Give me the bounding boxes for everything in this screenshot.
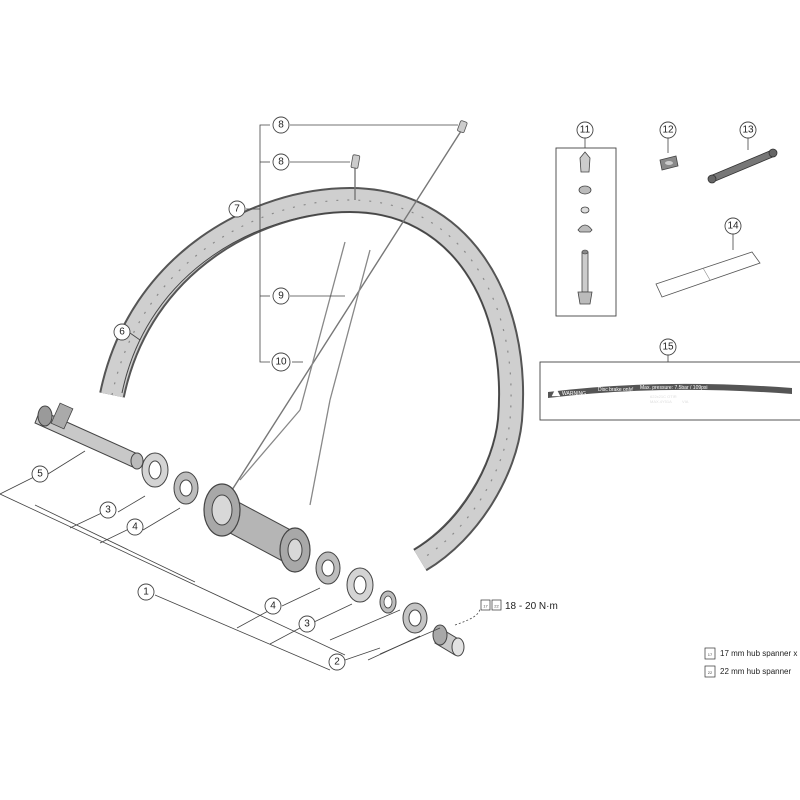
svg-text:3: 3 xyxy=(105,505,111,516)
warning-triangle-icon xyxy=(551,387,561,397)
svg-text:9: 9 xyxy=(278,291,284,302)
svg-text:Disc brake only!: Disc brake only! xyxy=(598,387,634,393)
svg-text:VIA: VIA xyxy=(682,399,689,404)
svg-text:18 - 20 N·m: 18 - 20 N·m xyxy=(505,601,558,612)
callout-10: 10 xyxy=(271,352,291,372)
callout-6: 6 xyxy=(113,323,131,341)
svg-text:4: 4 xyxy=(270,601,276,612)
callout-5: 5 xyxy=(31,465,49,483)
spokes xyxy=(231,127,464,506)
callout-8a: 8 xyxy=(272,116,290,134)
svg-text:1: 1 xyxy=(143,587,149,598)
axle xyxy=(34,402,144,470)
svg-text:12: 12 xyxy=(662,125,674,136)
callout-3b: 3 xyxy=(298,615,316,633)
callout-4b: 4 xyxy=(264,597,282,615)
callout-11: 11 xyxy=(576,121,594,148)
callout-7: 7 xyxy=(228,200,246,218)
callout-8b: 8 xyxy=(272,153,290,171)
legend-item-22: 22 22 mm hub spanner xyxy=(704,665,791,678)
washer-3b xyxy=(346,567,374,603)
svg-text:4: 4 xyxy=(132,522,138,533)
bearing-4b xyxy=(315,551,341,585)
torque-spec: 17 22 18 - 20 N·m xyxy=(480,599,558,612)
svg-text:17: 17 xyxy=(708,652,713,657)
spoke-wrench-icon xyxy=(707,148,778,184)
callout-3a: 3 xyxy=(99,501,117,519)
svg-text:17 mm hub spanner x 2: 17 mm hub spanner x 2 xyxy=(720,649,800,658)
hub-spanner-icon: 22 xyxy=(704,665,716,678)
legend-item-17: 17 17 mm hub spanner x 2 xyxy=(704,647,800,660)
svg-text:5: 5 xyxy=(37,469,43,480)
rim-tape-box: WARNING Disc brake only! Max. pressure: … xyxy=(539,355,800,421)
callout-12: 12 xyxy=(659,121,677,153)
svg-text:10: 10 xyxy=(275,357,287,368)
svg-text:WARNING: WARNING xyxy=(562,391,586,397)
callout-14: 14 xyxy=(724,217,742,250)
plug-part-12 xyxy=(659,155,679,171)
svg-text:17: 17 xyxy=(483,604,488,609)
rim-tape-strip xyxy=(655,251,761,298)
svg-text:22 mm hub spanner: 22 mm hub spanner xyxy=(720,667,791,676)
svg-text:13: 13 xyxy=(742,125,754,136)
svg-text:622x21C OTIR: 622x21C OTIR xyxy=(650,394,677,399)
svg-text:MAX.4Y51A: MAX.4Y51A xyxy=(650,399,672,404)
nipple-8b xyxy=(350,154,361,169)
svg-text:11: 11 xyxy=(580,125,591,136)
svg-text:22: 22 xyxy=(708,670,713,675)
svg-text:6: 6 xyxy=(119,327,125,338)
rim xyxy=(99,186,524,572)
svg-text:2: 2 xyxy=(334,657,340,668)
callout-13: 13 xyxy=(739,121,757,150)
callout-4a: 4 xyxy=(126,518,144,536)
svg-text:Max. pressure: 7.5bar / 109psi: Max. pressure: 7.5bar / 109psi xyxy=(640,385,708,391)
valve-icon xyxy=(577,249,593,305)
svg-text:7: 7 xyxy=(234,204,240,215)
callout-9: 9 xyxy=(272,287,290,305)
callout-15: 15 xyxy=(659,338,677,356)
nipple-8a xyxy=(457,120,468,133)
svg-text:14: 14 xyxy=(727,221,739,232)
svg-text:22: 22 xyxy=(494,604,499,609)
svg-text:15: 15 xyxy=(662,342,674,353)
hub-spanner-icon: 17 xyxy=(704,647,716,660)
callout-2: 2 xyxy=(328,653,346,671)
tool-legend: 17 17 mm hub spanner x 2 22 22 mm hub sp… xyxy=(704,647,800,678)
hub-body xyxy=(203,483,311,573)
locknut-2 xyxy=(379,590,465,657)
valve-kit-box xyxy=(555,147,617,317)
washer-3a xyxy=(141,452,169,488)
svg-text:8: 8 xyxy=(278,120,284,131)
hub-spanner-icon: 22 xyxy=(491,599,502,611)
callout-1: 1 xyxy=(137,583,155,601)
svg-text:3: 3 xyxy=(304,619,310,630)
bearing-4a xyxy=(173,471,199,505)
leader-lines xyxy=(0,124,481,671)
hub-spanner-icon: 17 xyxy=(480,599,491,611)
svg-text:8: 8 xyxy=(278,157,284,168)
